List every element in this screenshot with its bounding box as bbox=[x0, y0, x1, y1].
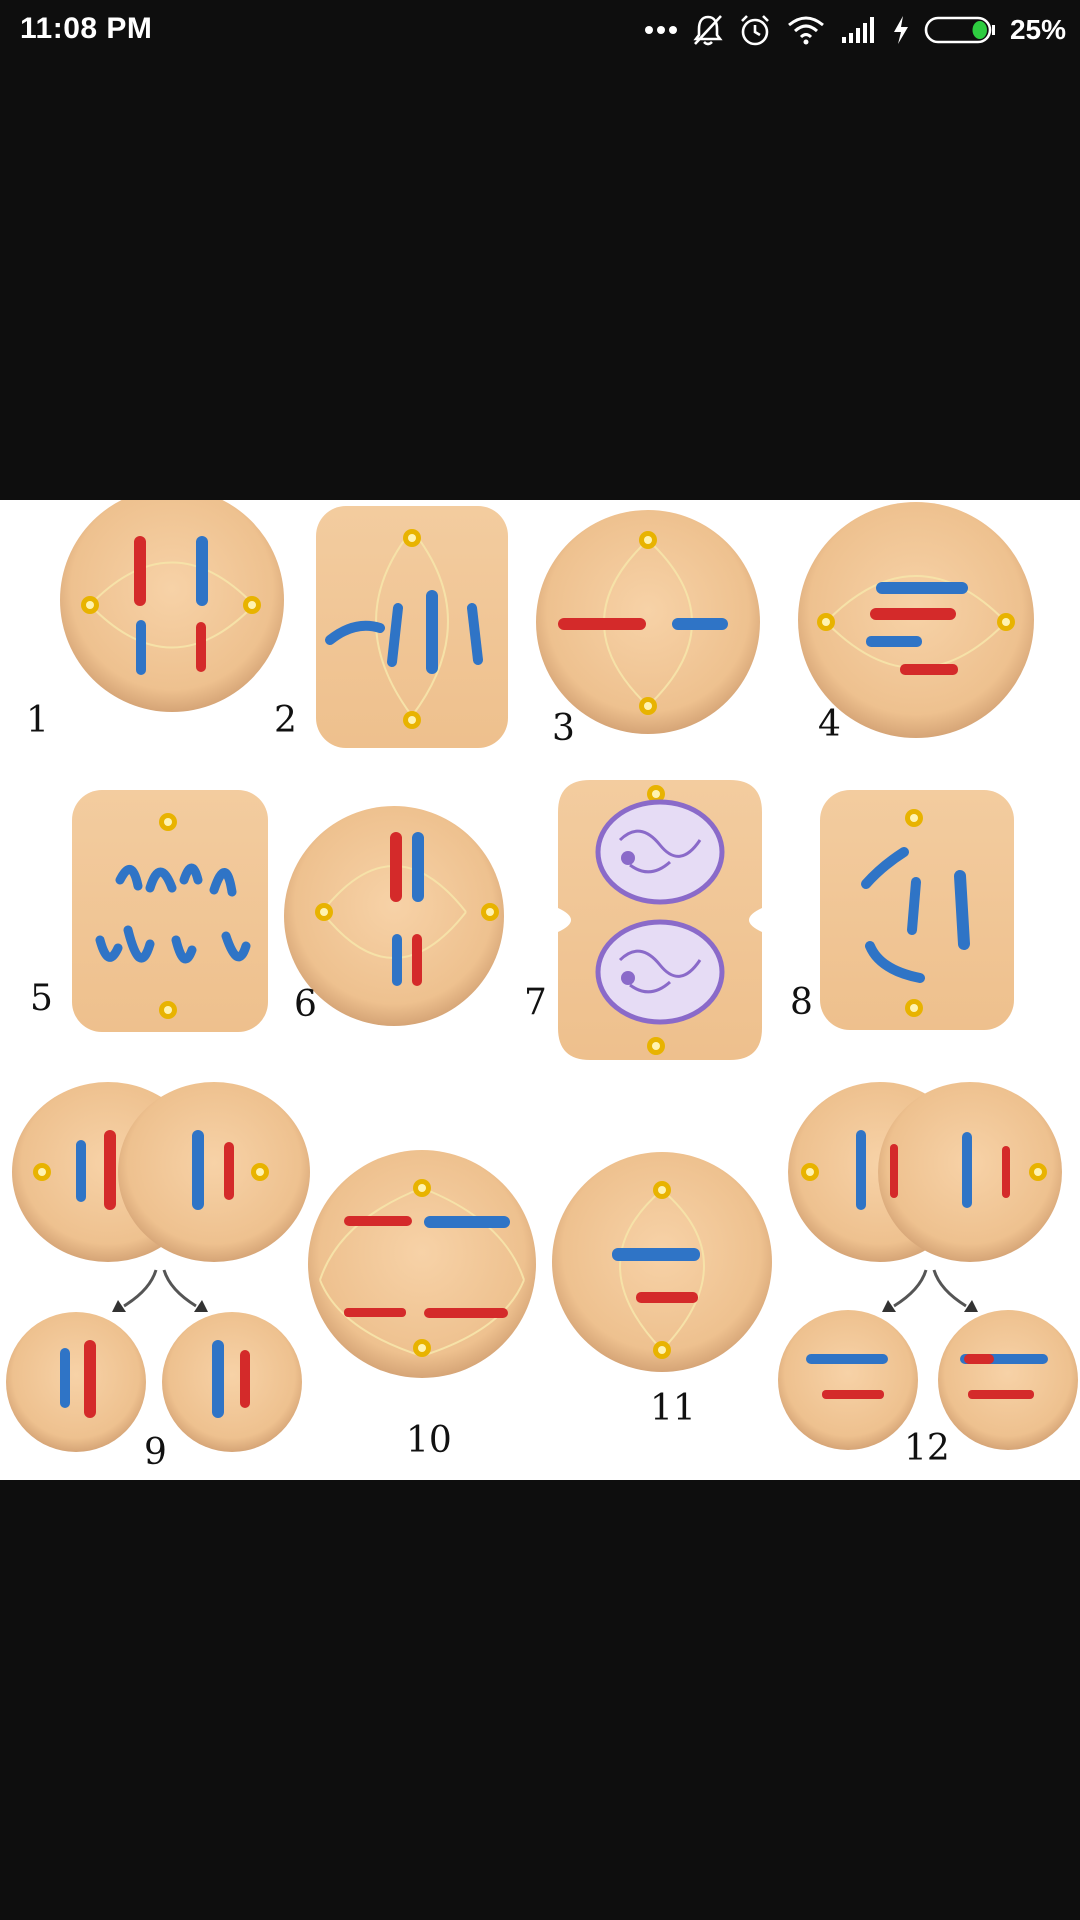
stage-3-cell bbox=[536, 510, 760, 734]
alarm-icon bbox=[738, 13, 772, 47]
stage-label-9: 9 bbox=[144, 1432, 167, 1473]
stage-7-cell bbox=[558, 780, 762, 1060]
stage-label-1: 1 bbox=[26, 700, 49, 741]
stage-label-10: 10 bbox=[406, 1420, 452, 1461]
stage-4-cell bbox=[798, 502, 1034, 738]
stage-label-2: 2 bbox=[274, 700, 297, 741]
stage-8-cell bbox=[820, 790, 1014, 1030]
stage-label-12: 12 bbox=[904, 1428, 950, 1469]
status-bar: 11:08 PM bbox=[0, 0, 1080, 60]
stage-1-cell bbox=[60, 500, 284, 712]
stage-11-cell bbox=[552, 1152, 772, 1372]
battery-icon bbox=[924, 16, 996, 44]
stage-12-cell bbox=[778, 1082, 1078, 1450]
more-dots-icon bbox=[644, 25, 678, 35]
stage-9-cell bbox=[6, 1082, 310, 1452]
stage-5-cell bbox=[72, 790, 268, 1032]
charging-icon bbox=[892, 15, 910, 45]
stage-2-cell bbox=[316, 506, 508, 748]
battery-percent: 25% bbox=[1009, 14, 1066, 45]
stage-label-3: 3 bbox=[552, 708, 575, 749]
stage-label-5: 5 bbox=[30, 978, 53, 1019]
figure-image: 1 2 3 4 5 bbox=[0, 500, 1080, 1480]
cell-division-figure: 1 2 3 4 5 bbox=[6, 500, 1078, 1473]
stage-label-4: 4 bbox=[818, 704, 841, 745]
signal-icon bbox=[840, 15, 878, 45]
stage-label-6: 6 bbox=[294, 984, 317, 1025]
notifications-off-icon bbox=[692, 13, 724, 47]
status-time: 11:08 PM bbox=[20, 12, 153, 45]
stage-label-11: 11 bbox=[650, 1388, 696, 1429]
stage-label-7: 7 bbox=[524, 982, 547, 1023]
stage-6-cell bbox=[284, 806, 504, 1026]
stage-10-cell bbox=[308, 1150, 536, 1378]
status-icons: 25% bbox=[644, 8, 1066, 52]
stage-label-8: 8 bbox=[790, 982, 813, 1023]
wifi-icon bbox=[786, 15, 826, 45]
